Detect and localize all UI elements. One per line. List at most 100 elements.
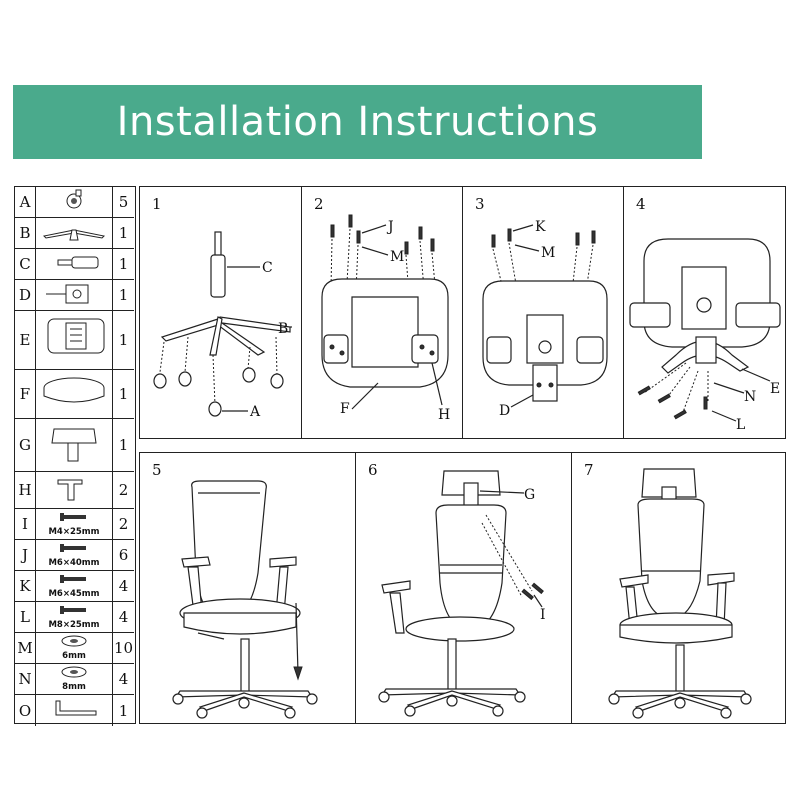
part-row-I: I M4×25mm 2 xyxy=(15,509,134,540)
label-A: A xyxy=(249,404,261,420)
step-number: 7 xyxy=(584,461,594,479)
label-G: G xyxy=(524,487,535,503)
part-row-N: N 8mm 4 xyxy=(15,664,134,695)
part-row-L: L M8×25mm 4 xyxy=(15,602,134,633)
label-N: N xyxy=(744,389,756,405)
part-letter: H xyxy=(15,472,36,508)
part-letter: M xyxy=(15,633,36,663)
part-spec: 8mm xyxy=(62,682,86,692)
part-quantity: 1 xyxy=(112,370,134,418)
label-I: I xyxy=(540,607,546,623)
washer-icon: 8mm xyxy=(36,664,112,694)
part-letter: G xyxy=(15,419,36,471)
step-4-panel: 4 N E L xyxy=(623,186,786,439)
step-number: 4 xyxy=(636,195,646,213)
part-letter: L xyxy=(15,602,36,632)
part-spec: M8×25mm xyxy=(48,620,100,630)
step-7-illustration xyxy=(608,468,752,719)
part-quantity: 1 xyxy=(112,280,134,310)
part-quantity: 5 xyxy=(112,187,134,217)
label-K: K xyxy=(535,219,546,235)
step-2-panel: 2 J M F H xyxy=(301,186,463,439)
part-letter: E xyxy=(15,311,36,369)
part-letter: I xyxy=(15,509,36,539)
step-number: 3 xyxy=(475,195,485,213)
part-letter: J xyxy=(15,540,36,570)
step-1-panel: 1 C B A xyxy=(139,186,302,439)
tilt-mechanism-icon xyxy=(36,280,112,310)
part-letter: O xyxy=(15,695,36,726)
part-letter: N xyxy=(15,664,36,694)
step-6-panel: 6 G I xyxy=(355,452,572,724)
backrest-icon xyxy=(36,311,112,369)
step-number: 1 xyxy=(152,195,162,213)
label-F: F xyxy=(340,401,350,417)
label-C: C xyxy=(262,260,273,276)
title-banner: Installation Instructions xyxy=(13,85,702,159)
step-3-panel: 3 K M D xyxy=(462,186,624,439)
label-H: H xyxy=(438,407,450,423)
step-7-panel: 7 xyxy=(571,452,786,724)
screw-icon: M4×25mm xyxy=(36,509,112,539)
part-letter: C xyxy=(15,249,36,279)
label-J: J xyxy=(386,219,394,235)
label-B: B xyxy=(278,321,288,337)
step-6-illustration: G I xyxy=(378,470,546,717)
part-spec: M6×40mm xyxy=(48,558,100,568)
part-quantity: 4 xyxy=(112,602,134,632)
part-quantity: 1 xyxy=(112,249,134,279)
part-letter: B xyxy=(15,218,36,248)
part-quantity: 1 xyxy=(112,695,134,726)
part-letter: A xyxy=(15,187,36,217)
screw-icon: M6×45mm xyxy=(36,571,112,601)
part-quantity: 1 xyxy=(112,218,134,248)
part-spec: M4×25mm xyxy=(48,527,100,537)
label-M: M xyxy=(390,249,404,265)
part-quantity: 2 xyxy=(112,472,134,508)
part-quantity: 1 xyxy=(112,311,134,369)
part-row-J: J M6×40mm 6 xyxy=(15,540,134,571)
headrest-icon xyxy=(36,419,112,471)
label-M: M xyxy=(541,245,555,261)
part-quantity: 6 xyxy=(112,540,134,570)
label-E: E xyxy=(770,381,780,397)
screw-icon: M6×40mm xyxy=(36,540,112,570)
part-row-K: K M6×45mm 4 xyxy=(15,571,134,602)
part-letter: F xyxy=(15,370,36,418)
part-quantity: 10 xyxy=(112,633,134,663)
part-spec: M6×45mm xyxy=(48,589,100,599)
step-4-illustration: N E L xyxy=(629,238,781,433)
step-number: 2 xyxy=(314,195,324,213)
gas-cylinder-icon xyxy=(36,249,112,279)
step-2-illustration: J M F H xyxy=(321,214,450,423)
part-quantity: 2 xyxy=(112,509,134,539)
step-5-illustration xyxy=(172,480,318,719)
caster-wheel-icon xyxy=(36,187,112,217)
step-3-illustration: K M D xyxy=(482,219,608,419)
star-base-icon xyxy=(36,218,112,248)
armrest-icon xyxy=(36,472,112,508)
label-D: D xyxy=(499,403,510,419)
part-quantity: 1 xyxy=(112,419,134,471)
part-quantity: 4 xyxy=(112,664,134,694)
label-L: L xyxy=(736,417,745,433)
part-letter: K xyxy=(15,571,36,601)
seat-cushion-icon xyxy=(36,370,112,418)
part-row-M: M 6mm 10 xyxy=(15,633,134,664)
part-quantity: 4 xyxy=(112,571,134,601)
washer-icon: 6mm xyxy=(36,633,112,663)
part-letter: D xyxy=(15,280,36,310)
allen-key-icon xyxy=(36,695,112,726)
step-number: 6 xyxy=(368,461,378,479)
part-spec: 6mm xyxy=(62,651,86,661)
